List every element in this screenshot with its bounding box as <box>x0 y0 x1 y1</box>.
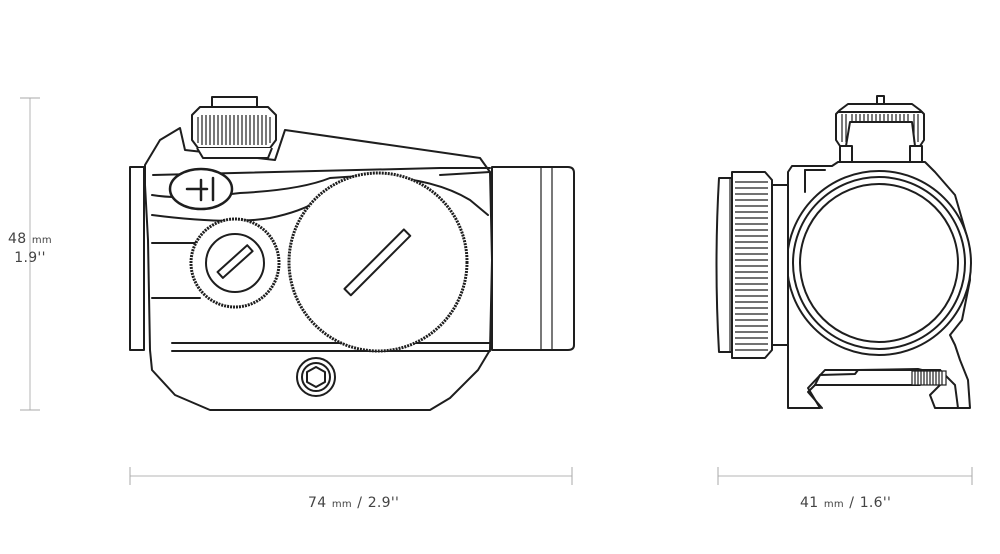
knurled-ring <box>715 171 789 359</box>
width-imperial-value: 1.6'' <box>859 495 892 511</box>
height-dimension-line <box>20 97 40 411</box>
reticle-button <box>168 167 234 211</box>
width-metric-value: 41 <box>800 495 819 511</box>
length-dimension-line <box>129 467 573 485</box>
front-lens-hood <box>491 166 575 351</box>
length-imperial-value: 2.9'' <box>367 495 400 511</box>
height-dimension-label: 48 mm 1.9'' <box>4 230 56 266</box>
height-metric-value: 48 <box>8 231 27 247</box>
length-separator: / <box>357 495 363 511</box>
windage-turret <box>191 96 277 159</box>
top-turret <box>835 95 925 163</box>
objective-lens <box>786 170 972 356</box>
rear-lens-hood <box>129 166 145 351</box>
height-metric-unit: mm <box>31 235 52 246</box>
side-view <box>129 96 575 411</box>
length-dimension-label: 74 mm / 2.9'' <box>308 492 399 511</box>
hex-mount-screw <box>296 357 336 397</box>
width-metric-unit: mm <box>823 499 844 510</box>
length-metric-unit: mm <box>331 499 352 510</box>
crosshair-plus-bar-icon <box>185 176 215 202</box>
height-imperial-value: 1.9'' <box>14 250 46 266</box>
width-separator: / <box>849 495 855 511</box>
battery-cap <box>287 171 469 353</box>
elevation-turret <box>189 217 281 309</box>
front-view <box>715 95 972 409</box>
clamp-screw <box>911 370 947 386</box>
width-dimension-line <box>717 467 973 485</box>
width-dimension-label: 41 mm / 1.6'' <box>800 492 891 511</box>
length-metric-value: 74 <box>308 495 327 511</box>
